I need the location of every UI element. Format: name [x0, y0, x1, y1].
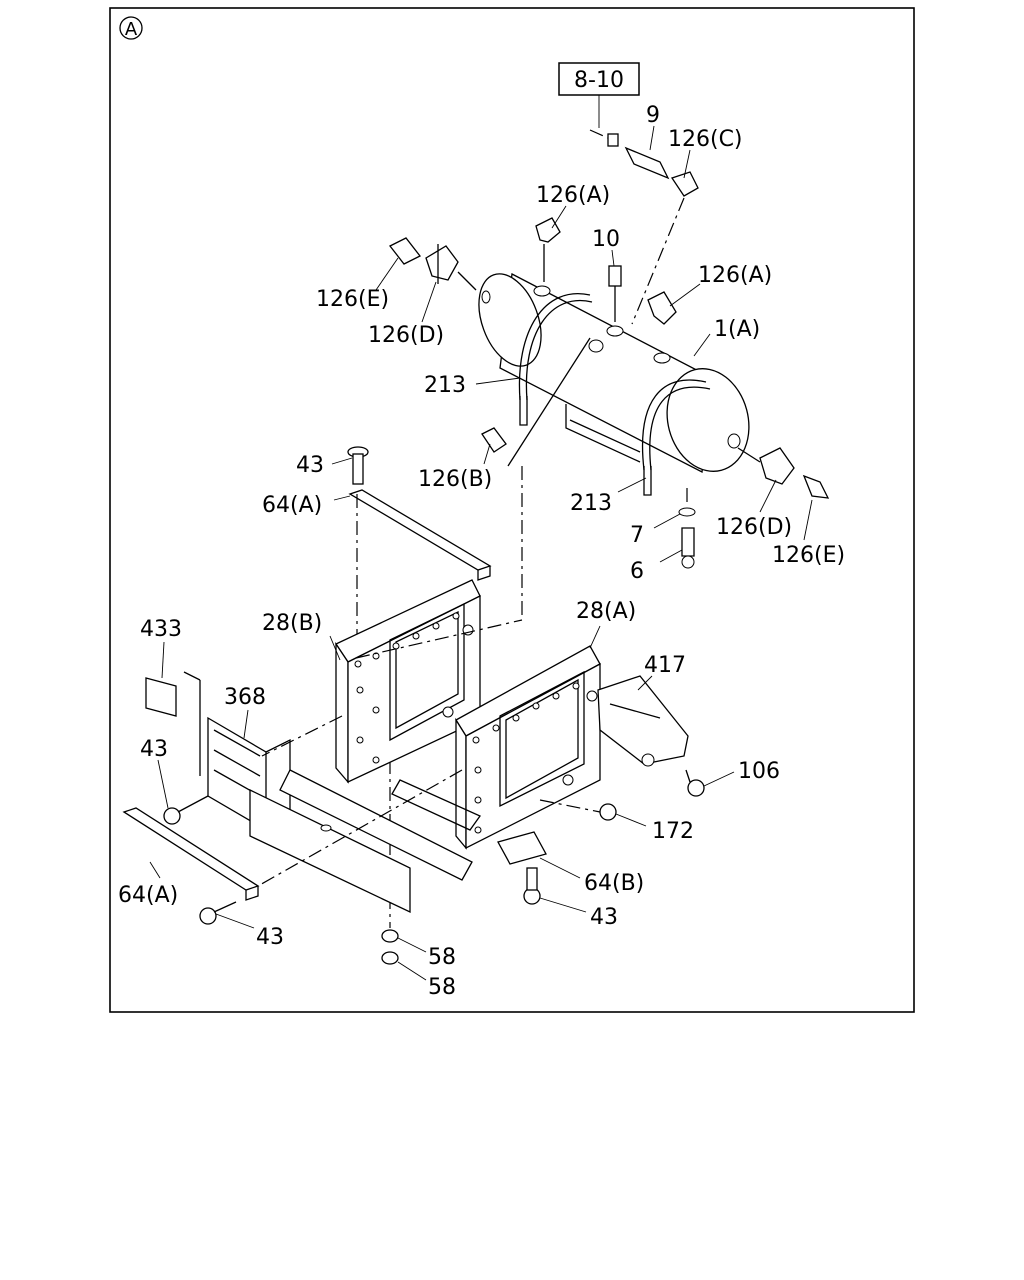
callout-43-bottom-right: 43 — [590, 905, 618, 930]
fitting-126A-top — [535, 217, 561, 282]
bracket-64A-bottom — [122, 807, 260, 901]
callout-43-bottom: 43 — [256, 925, 284, 950]
callout-433: 433 — [140, 617, 182, 642]
callout-64B: 64(B) — [584, 871, 644, 896]
nut-172 — [599, 803, 617, 821]
callout-417: 417 — [644, 653, 686, 678]
leader-lines — [149, 95, 813, 981]
bolt-43-left — [163, 795, 209, 825]
bolt-43-bottom — [199, 901, 237, 925]
fitting-10 — [608, 265, 622, 322]
drain-valve-6 — [681, 527, 695, 569]
callout-213-left: 213 — [424, 373, 466, 398]
ref-box[interactable]: 8-10 — [558, 62, 640, 96]
callout-126D-right: 126(D) — [716, 515, 792, 540]
callout-126C: 126(C) — [668, 127, 743, 152]
callout-106: 106 — [738, 759, 780, 784]
fitting-126E-right — [802, 474, 830, 499]
view-marker: A — [119, 16, 143, 40]
washer-7 — [678, 507, 696, 517]
bolt-43-bottom-right — [523, 867, 541, 905]
fitting-126E-left — [389, 237, 421, 265]
view-marker-label: A — [125, 19, 138, 40]
ref-box-label: 8-10 — [574, 68, 624, 93]
bracket-64B — [497, 831, 547, 865]
label-433 — [145, 677, 177, 717]
callout-64A-bottom: 64(A) — [118, 883, 178, 908]
switch-9 — [589, 129, 670, 180]
frame-28B — [335, 579, 481, 784]
fitting-126C — [631, 171, 699, 325]
bracket-417 — [597, 675, 689, 767]
callout-126A-right: 126(A) — [698, 263, 772, 288]
callout-213-right: 213 — [570, 491, 612, 516]
callout-64A-top: 64(A) — [262, 493, 322, 518]
callout-126E-right: 126(E) — [772, 543, 845, 568]
fitting-126D-left — [425, 244, 477, 291]
cross-member — [249, 769, 481, 914]
fitting-126B — [481, 337, 591, 467]
nut-58-top — [381, 929, 399, 943]
nut-58-bottom — [381, 951, 399, 965]
frame-28A — [455, 645, 601, 850]
bolt-43-top — [347, 446, 369, 485]
callout-58-top: 58 — [428, 945, 456, 970]
callout-126D-left: 126(D) — [368, 323, 444, 348]
callout-7: 7 — [630, 523, 644, 548]
diagram-frame — [109, 7, 915, 1013]
callout-43-top: 43 — [296, 453, 324, 478]
callout-172: 172 — [652, 819, 694, 844]
fitting-126A-right — [647, 291, 677, 325]
callout-126E-left: 126(E) — [316, 287, 389, 312]
callout-126A-top: 126(A) — [536, 183, 610, 208]
bracket-64A-top — [348, 489, 492, 581]
fitting-126D-right — [737, 447, 795, 485]
callout-9: 9 — [646, 103, 660, 128]
bolt-106 — [685, 769, 705, 797]
callout-58-bottom: 58 — [428, 975, 456, 1000]
callout-1A: 1(A) — [714, 317, 760, 342]
callout-368: 368 — [224, 685, 266, 710]
callout-43-left: 43 — [140, 737, 168, 762]
callout-10: 10 — [592, 227, 620, 252]
air-tank — [478, 272, 750, 496]
callout-126B: 126(B) — [418, 467, 492, 492]
callout-28A: 28(A) — [576, 599, 636, 624]
callout-6: 6 — [630, 559, 644, 584]
callout-28B: 28(B) — [262, 611, 322, 636]
